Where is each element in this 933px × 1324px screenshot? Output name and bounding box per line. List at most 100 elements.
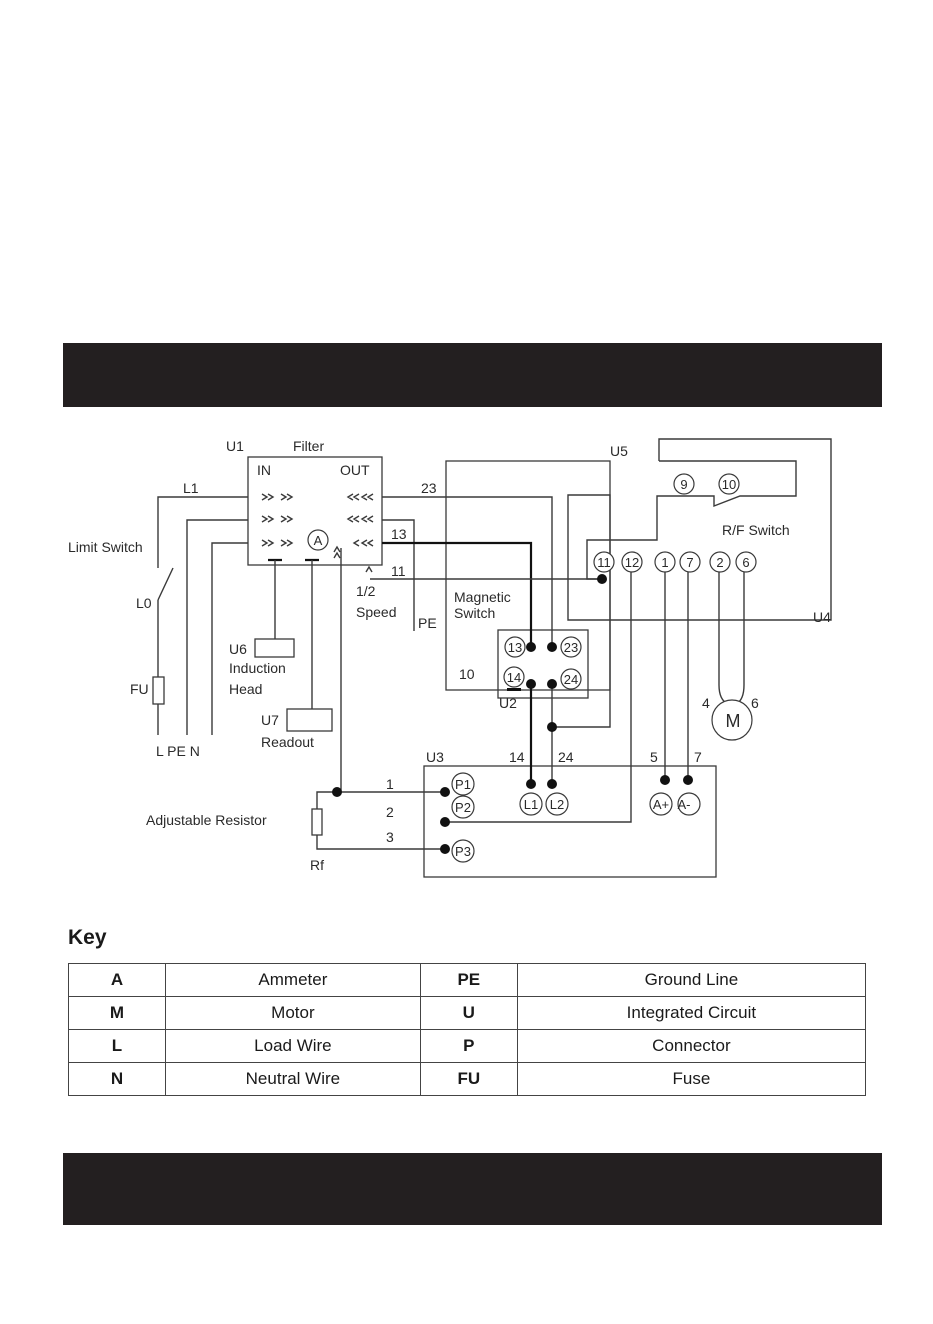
label-u6: U6 <box>229 641 247 657</box>
terminal-p1 <box>451 772 475 796</box>
ammeter-symbol <box>307 529 329 551</box>
diagram-labels: U1 Filter IN OUT L1 Limit Switch L0 FU L… <box>68 438 831 873</box>
label-wire-23: 23 <box>421 480 437 496</box>
induction-head-box <box>254 638 295 658</box>
terminal-u4-2 <box>709 551 731 573</box>
label-l0: L0 <box>136 595 152 611</box>
key-symbol: FU <box>419 1062 518 1096</box>
term-text-mag-13: 13 <box>508 640 522 655</box>
terminal-circles <box>307 473 757 863</box>
term-text-p2: P2 <box>455 800 471 815</box>
ammeter-letter: A <box>314 533 323 548</box>
terminal-u4-11 <box>593 551 615 573</box>
label-u5: U5 <box>610 443 628 459</box>
key-meaning: Neutral Wire <box>165 1062 421 1096</box>
terminal-u4-6 <box>735 551 757 573</box>
key-meaning: Ground Line <box>516 963 867 997</box>
resistor-rf-symbol <box>311 808 323 836</box>
label-u1: U1 <box>226 438 244 454</box>
label-filter: Filter <box>293 438 324 454</box>
magnetic-switch-box <box>497 629 589 699</box>
label-wire-14: 14 <box>509 749 525 765</box>
section-header-bar-top <box>63 343 882 407</box>
term-text-u4-1: 1 <box>661 555 668 570</box>
key-row: A Ammeter PE Ground Line <box>68 963 867 997</box>
label-wire-13: 13 <box>391 526 407 542</box>
label-u3: U3 <box>426 749 444 765</box>
label-rf: Rf <box>310 857 324 873</box>
terminal-a-plus <box>649 792 673 816</box>
key-title: Key <box>68 926 107 949</box>
label-speed: Speed <box>356 604 396 620</box>
label-l-pe-n: L PE N <box>156 743 200 759</box>
key-row: M Motor U Integrated Circuit <box>68 996 867 1030</box>
term-text-a-minus: A- <box>678 797 691 812</box>
terminal-u4-1 <box>654 551 676 573</box>
term-text-u4-12: 12 <box>625 555 639 570</box>
key-meaning: Ammeter <box>165 963 421 997</box>
term-text-mag-24: 24 <box>564 672 578 687</box>
label-magnetic: Magnetic <box>454 589 511 605</box>
label-in: IN <box>257 462 271 478</box>
label-out: OUT <box>340 462 370 478</box>
terminal-mag-24 <box>560 668 582 690</box>
terminal-rf-9 <box>673 473 695 495</box>
label-head: Head <box>229 681 262 697</box>
key-meaning: Motor <box>165 996 421 1030</box>
terminal-u4-12 <box>621 551 643 573</box>
key-meaning: Connector <box>516 1029 867 1063</box>
term-text-p1: P1 <box>455 777 471 792</box>
label-u4: U4 <box>813 609 831 625</box>
label-induction: Induction <box>229 660 286 676</box>
terminal-mag-13 <box>504 636 526 658</box>
filter-box-u1 <box>247 456 383 566</box>
label-u2: U2 <box>499 695 517 711</box>
terminal-mag-23 <box>560 636 582 658</box>
readout-box <box>286 708 333 732</box>
key-symbol: M <box>68 996 166 1030</box>
label-wire-2: 2 <box>386 804 394 820</box>
label-wire-24: 24 <box>558 749 574 765</box>
motor-symbol <box>711 699 753 741</box>
label-rf-switch: R/F Switch <box>722 522 790 538</box>
label-wire-5: 5 <box>650 749 658 765</box>
term-text-u4-7: 7 <box>686 555 693 570</box>
label-wire-10: 10 <box>459 666 475 682</box>
terminal-l1 <box>519 792 543 816</box>
key-meaning: Integrated Circuit <box>516 996 867 1030</box>
u3-box <box>423 765 717 878</box>
key-symbol: PE <box>419 963 518 997</box>
terminal-p3 <box>451 839 475 863</box>
key-meaning: Fuse <box>516 1062 867 1096</box>
term-text-mag-23: 23 <box>564 640 578 655</box>
terminal-rf-10 <box>718 473 740 495</box>
term-text-l1: L1 <box>524 797 538 812</box>
term-text-u4-6: 6 <box>742 555 749 570</box>
terminal-u4-7 <box>679 551 701 573</box>
term-text-mag-14: 14 <box>507 670 521 685</box>
label-motor-4: 4 <box>702 695 710 711</box>
key-symbol: P <box>419 1029 518 1063</box>
key-symbol: U <box>419 996 518 1030</box>
wires <box>157 438 832 850</box>
key-row: L Load Wire P Connector <box>68 1029 867 1063</box>
key-symbol: L <box>68 1029 166 1063</box>
key-meaning: Load Wire <box>165 1029 421 1063</box>
section-header-bar-bottom <box>63 1153 882 1225</box>
terminal-labels: A 13 23 14 24 9 10 11 12 1 7 2 6 P1 P2 P… <box>314 477 750 859</box>
terminal-l2 <box>545 792 569 816</box>
label-l1: L1 <box>183 480 199 496</box>
key-symbol: N <box>68 1062 166 1096</box>
label-wire-1: 1 <box>386 776 394 792</box>
label-adjustable-resistor: Adjustable Resistor <box>146 812 267 828</box>
key-symbol: A <box>68 963 166 997</box>
terminal-a-minus <box>677 792 701 816</box>
label-limit-switch: Limit Switch <box>68 539 143 555</box>
motor-letter: M <box>726 711 741 731</box>
key-table: A Ammeter PE Ground Line M Motor U Integ… <box>68 963 867 1096</box>
term-text-a-plus: A+ <box>653 797 669 812</box>
label-wire-3: 3 <box>386 829 394 845</box>
label-pe: PE <box>418 615 437 631</box>
label-fu: FU <box>130 681 149 697</box>
